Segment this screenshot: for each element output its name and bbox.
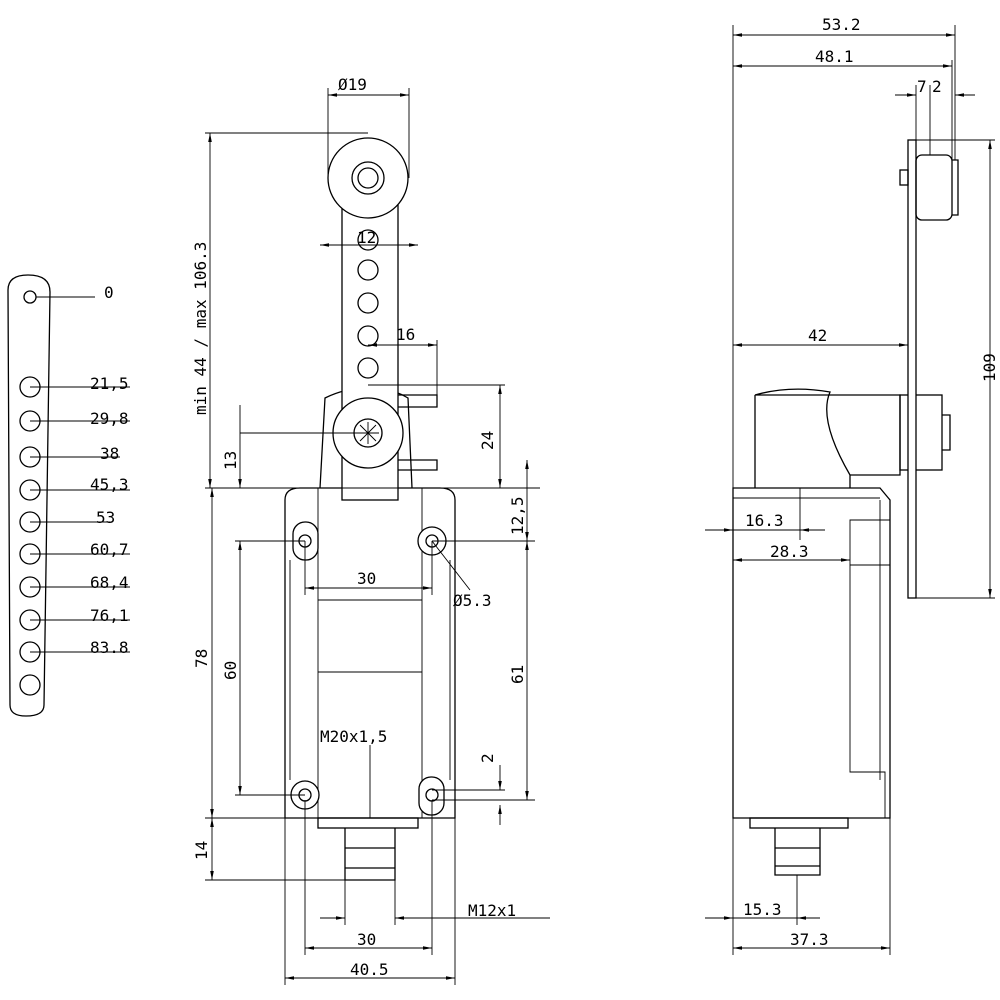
dim-hole-vertical-left: 60 [221,661,240,680]
side-roller [915,154,953,221]
dim-lever-offset: 16 [396,325,415,344]
lever-strip [7,274,51,717]
dim-lever-distance: 42 [808,326,827,345]
dim-connector-height: 14 [192,841,211,860]
dim-lever-length: min 44 / max 106.3 [191,242,210,415]
dim-roller-width-b: 2 [932,77,942,96]
lever-position-label: 29,8 [90,409,129,428]
lever-position-label: 21,5 [90,374,129,393]
dim-overall-width: 53.2 [822,15,861,34]
dim-lever-width: 12 [357,228,376,247]
dim-hole-vertical-right: 61 [508,665,527,684]
dim-hole-diameter: Ø5.3 [453,591,492,610]
side-body [732,487,891,819]
lever-positions-diagram: 0 21,5 29,8 38 45,3 53 60,7 68,4 76,1 83… [7,274,130,717]
dim-hole-spacing-bottom: 30 [357,930,376,949]
dim-15-3: 15.3 [743,900,782,919]
dim-roller-diameter: Ø19 [338,75,367,94]
lever-position-label: 0 [104,283,114,302]
dim-body-depth: 37.3 [790,930,829,949]
lever-hole [23,290,37,304]
dim-pivot-height: 24 [478,431,497,450]
dim-bottom-offset: 2 [478,753,497,763]
dim-top-margin: 12,5 [508,496,527,535]
dim-hole-spacing-top: 30 [357,569,376,588]
lever-position-label: 76,1 [90,606,129,625]
dim-16-3: 16.3 [745,511,784,530]
lever-position-label: 38 [100,444,119,463]
lever-position-label: 60,7 [90,540,129,559]
dim-conduit-thread: M20x1,5 [320,727,387,746]
dim-roller-distance: 48.1 [815,47,854,66]
dim-body-width: 40.5 [350,960,389,979]
side-lever [907,139,917,599]
front-view: Ø19 12 16 min 44 / max 106.3 24 13 12,5 … [191,75,550,985]
dim-pivot-offset: 13 [221,451,240,470]
side-view: 53.2 48.1 7 2 42 109 16.3 28.3 15.3 37.3 [705,15,999,955]
dim-lever-height: 109 [980,353,999,382]
lever-position-label: 53 [96,508,115,527]
dim-roller-width-a: 7 [917,77,927,96]
lever-position-label: 83.8 [90,638,129,657]
lever-position-label: 45,3 [90,475,129,494]
dim-28-3: 28.3 [770,542,809,561]
roller [327,137,409,219]
dim-body-height: 78 [192,649,211,668]
lever-position-label: 68,4 [90,573,129,592]
dim-connector-thread: M12x1 [468,901,516,920]
connector-flange [317,817,419,829]
